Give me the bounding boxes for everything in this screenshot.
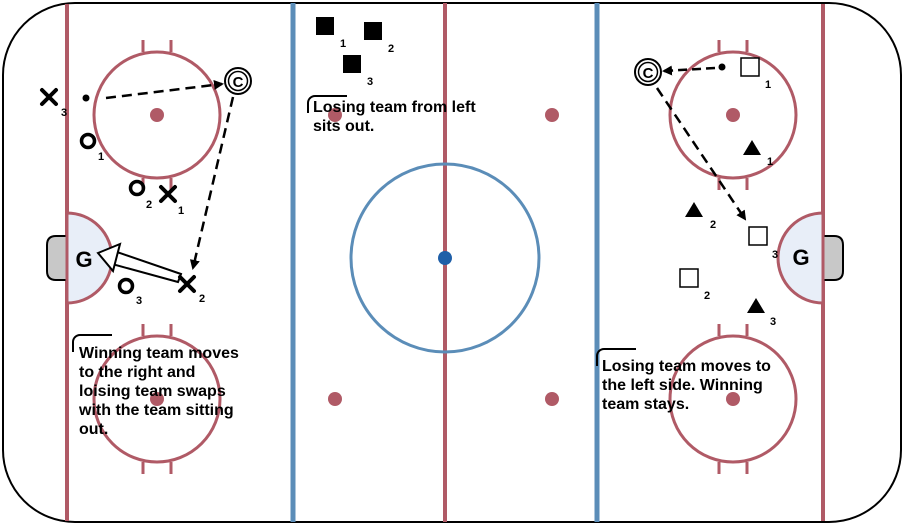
left-goalie-label: G	[75, 247, 92, 272]
svg-text:2: 2	[704, 290, 710, 302]
center-square-player-2: 2	[364, 22, 394, 55]
neutral-dot-bottom-left	[328, 392, 342, 406]
center-faceoff-dot	[438, 251, 452, 265]
svg-text:1: 1	[178, 205, 184, 217]
center-square-player-3: 3	[343, 55, 373, 88]
left-o-player-2: 2	[128, 179, 152, 211]
right-top-faceoff-circle	[668, 40, 798, 190]
right-pass-to-coach	[662, 65, 716, 76]
svg-text:3: 3	[772, 249, 778, 261]
right-top-faceoff-dot	[726, 108, 740, 122]
right-square-player-3: 3	[748, 226, 778, 261]
center-circle	[349, 162, 541, 354]
svg-text:3: 3	[136, 295, 142, 307]
svg-text:3: 3	[770, 316, 776, 328]
left-top-faceoff-circle	[92, 40, 222, 190]
left-bottom-faceoff-dot	[150, 392, 164, 406]
left-pass-to-coach	[105, 79, 224, 100]
right-crease	[776, 211, 825, 305]
left-note-bracket	[72, 334, 112, 352]
right-goalie-label: G	[792, 245, 809, 270]
neutral-dot-top-left	[328, 108, 342, 122]
center-note-bracket	[307, 95, 347, 113]
svg-text:2: 2	[388, 43, 394, 55]
right-bottom-faceoff-circle	[668, 324, 798, 474]
left-note: Winning team moves to the right and lois…	[79, 345, 239, 438]
left-x-player-3: 3	[40, 88, 67, 119]
svg-text:1: 1	[765, 79, 771, 91]
left-puck-start-dot	[82, 94, 90, 102]
left-o-player-1: 1	[79, 132, 104, 163]
left-net	[46, 235, 68, 281]
left-shot-arrow	[96, 242, 183, 284]
right-square-player-2: 2	[679, 268, 710, 302]
right-triangle-player-2: 2	[685, 202, 716, 231]
right-note-bracket	[596, 348, 636, 366]
left-o-player-3: 3	[117, 277, 142, 307]
svg-text:2: 2	[710, 219, 716, 231]
left-x-player-2: 2	[178, 275, 205, 305]
svg-text:1: 1	[340, 38, 346, 50]
right-coach-icon: C	[634, 58, 662, 86]
svg-text:3: 3	[367, 76, 373, 88]
right-note: Losing team moves to the left side. Winn…	[602, 358, 771, 413]
left-x-player-1: 1	[159, 185, 184, 217]
right-square-player-1: 1	[740, 57, 771, 91]
center-square-player-1: 1	[316, 17, 346, 50]
right-puck-start-dot	[718, 63, 726, 71]
svg-text:2: 2	[199, 293, 205, 305]
left-coach-icon: C	[224, 67, 252, 95]
right-triangle-player-3: 3	[747, 298, 776, 328]
right-net	[822, 235, 844, 281]
left-top-faceoff-dot	[150, 108, 164, 122]
right-bottom-faceoff-dot	[726, 392, 740, 406]
neutral-dot-top-right	[545, 108, 559, 122]
left-bottom-faceoff-circle	[92, 324, 222, 474]
neutral-dot-bottom-right	[545, 392, 559, 406]
svg-text:3: 3	[61, 107, 67, 119]
svg-text:1: 1	[767, 156, 773, 168]
svg-text:1: 1	[98, 151, 104, 163]
svg-text:C: C	[643, 65, 654, 82]
svg-text:2: 2	[146, 199, 152, 211]
svg-text:C: C	[233, 74, 244, 91]
center-note: Losing team from left sits out.	[313, 99, 476, 135]
left-pass-to-x2	[189, 96, 235, 270]
right-pass-to-square-3	[655, 87, 747, 221]
right-triangle-player-1: 1	[743, 140, 773, 168]
